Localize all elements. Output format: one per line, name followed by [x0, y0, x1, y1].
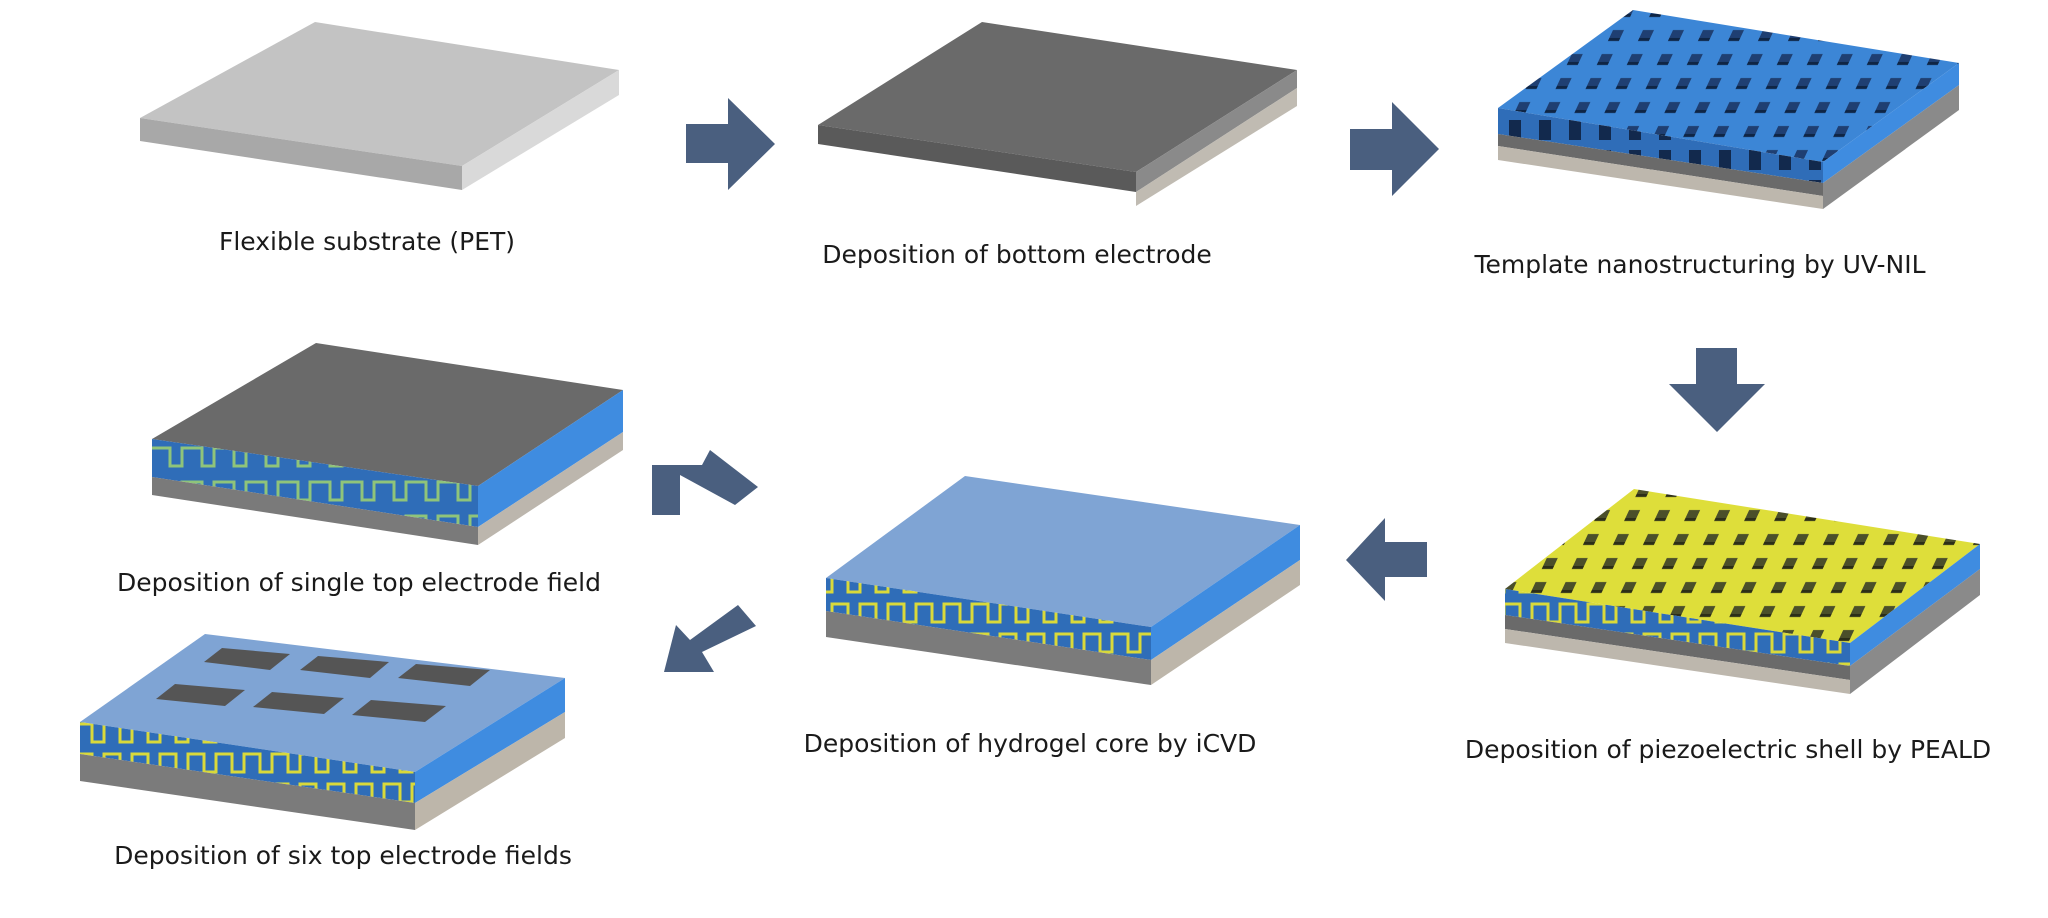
substrate-side-face — [478, 432, 623, 545]
caption-bottom-electrode: Deposition of bottom electrode — [822, 240, 1212, 269]
stack-side-face — [415, 678, 565, 803]
caption-single-top-electrode: Deposition of single top electrode field — [117, 568, 601, 597]
caption-template: Template nanostructuring by UV-NIL — [1473, 250, 1925, 279]
layer-stack-front — [80, 722, 415, 803]
six-top-electrodes-block — [80, 634, 565, 830]
top-electrode-field — [300, 656, 389, 678]
process-arrow-to-six-top — [664, 605, 756, 672]
caption-six-top-electrodes: Deposition of six top electrode fields — [114, 841, 572, 870]
substrate-under-layer — [1505, 629, 1850, 694]
substrate-side-layers — [1850, 569, 1980, 694]
substrate-side-face — [1136, 70, 1297, 192]
electrode-top-face — [818, 22, 1297, 172]
piezo-top-face — [1505, 489, 1980, 643]
substrate-block — [140, 22, 619, 190]
template-side-face — [1823, 63, 1959, 183]
template-front-face — [1498, 108, 1823, 183]
stack-side-face — [1850, 544, 1980, 666]
process-arrow-left — [1346, 518, 1427, 601]
substrate-side-face — [1151, 560, 1300, 685]
top-electrode-field — [204, 648, 290, 670]
process-arrow-right-2 — [1350, 102, 1439, 196]
substrate-side-layers — [1823, 85, 1959, 209]
electrode-front-face — [818, 125, 1136, 192]
stack-side-face — [1151, 525, 1300, 660]
substrate-under-layer — [1136, 88, 1297, 206]
electrode-under-layer — [1505, 615, 1850, 680]
substrate-side-face — [462, 70, 619, 190]
single-top-electrode-block — [152, 343, 623, 545]
template-top-face — [1498, 10, 1959, 162]
substrate-under-layer — [152, 477, 478, 545]
top-electrode-face — [152, 343, 623, 486]
substrate-under-layer — [826, 611, 1151, 685]
template-block — [1498, 10, 1959, 209]
top-electrode-field — [352, 700, 446, 722]
electrode-under-layer — [1498, 134, 1823, 196]
hydrogel-core-block — [826, 476, 1300, 685]
substrate-front-face — [140, 118, 462, 190]
top-electrode-field — [398, 664, 490, 686]
caption-hydrogel-core: Deposition of hydrogel core by iCVD — [804, 729, 1257, 758]
top-electrode-field — [156, 684, 245, 706]
substrate-side-face — [415, 712, 565, 830]
layer-stack-front — [152, 439, 478, 527]
process-arrow-down — [1669, 348, 1765, 432]
process-arrow-right-1 — [686, 98, 775, 190]
substrate-under-layer — [80, 754, 415, 830]
stack-side-face — [478, 390, 623, 527]
process-arrow-to-single-top — [652, 450, 758, 515]
caption-substrate: Flexible substrate (PET) — [219, 227, 515, 256]
layer-stack-front — [826, 578, 1151, 660]
caption-piezo-shell: Deposition of piezoelectric shell by PEA… — [1465, 735, 1991, 764]
substrate-under-layer — [1498, 146, 1823, 209]
substrate-top-face — [140, 22, 619, 166]
piezo-front-face — [1505, 589, 1850, 666]
top-electrode-field — [253, 692, 344, 714]
piezo-shell-block — [1505, 489, 1980, 694]
bottom-electrode-block — [818, 22, 1297, 206]
hydrogel-top-face — [826, 476, 1300, 627]
